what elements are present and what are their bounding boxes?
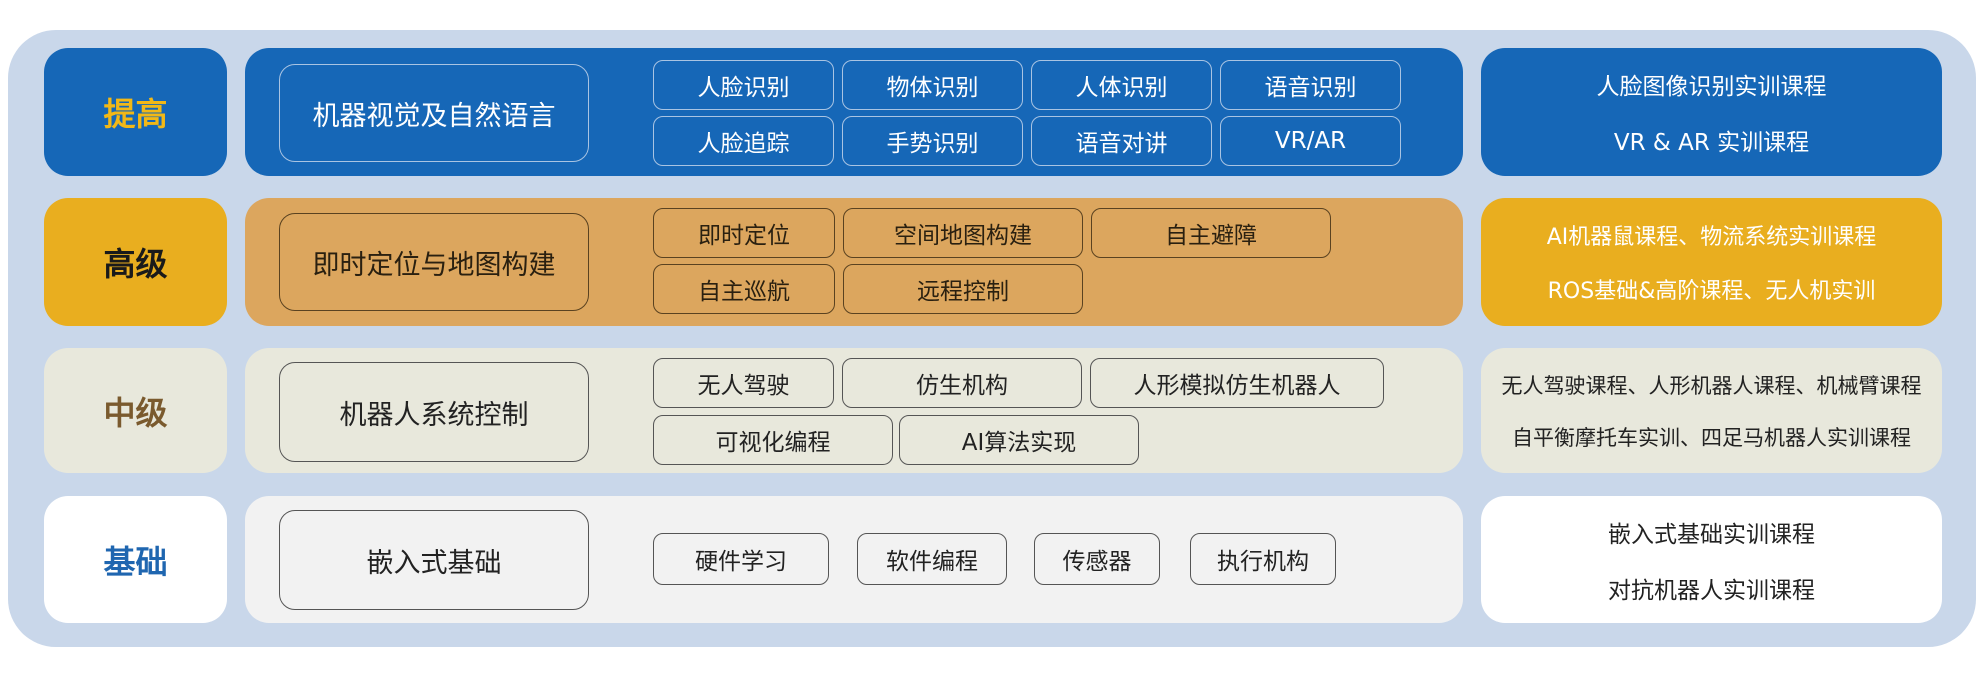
topic-panel-robot-control: 机器人系统控制 无人驾驶 仿生机构 人形模拟仿生机器人 可视化编程 AI算法实现 — [245, 348, 1463, 473]
course-panel-robot-control: 无人驾驶课程、人形机器人课程、机械臂课程 自平衡摩托车实训、四足马机器人实训课程 — [1481, 348, 1942, 473]
chip-visual-programming: 可视化编程 — [653, 415, 893, 465]
topic-panel-vision: 机器视觉及自然语言 人脸识别 物体识别 人体识别 语音识别 人脸追踪 手势识别 … — [245, 48, 1463, 176]
chip-body-recognition: 人体识别 — [1031, 60, 1212, 110]
level-label-gaoji: 高级 — [44, 198, 227, 326]
chip-autonomous-driving: 无人驾驶 — [653, 358, 834, 408]
chip-sensor: 传感器 — [1034, 533, 1160, 585]
chip-software-programming: 软件编程 — [857, 533, 1007, 585]
course-line: ROS基础&高阶课程、无人机实训 — [1547, 279, 1876, 304]
course-line: 无人驾驶课程、人形机器人课程、机械臂课程 — [1501, 373, 1922, 398]
chip-remote-control: 远程控制 — [843, 264, 1083, 314]
course-panel-slam: AI机器鼠课程、物流系统实训课程 ROS基础&高阶课程、无人机实训 — [1481, 198, 1942, 326]
chip-hardware-learning: 硬件学习 — [653, 533, 829, 585]
topic-panel-embedded: 嵌入式基础 硬件学习 软件编程 传感器 执行机构 — [245, 496, 1463, 623]
level-text: 提高 — [103, 95, 168, 133]
level-label-jichu: 基础 — [44, 496, 227, 623]
chip-object-recognition: 物体识别 — [842, 60, 1023, 110]
chip-humanoid-robot: 人形模拟仿生机器人 — [1090, 358, 1384, 408]
course-line: 自平衡摩托车实训、四足马机器人实训课程 — [1512, 425, 1911, 450]
course-line: 嵌入式基础实训课程 — [1608, 521, 1815, 548]
chip-gesture-recognition: 手势识别 — [842, 116, 1023, 166]
course-line: AI机器鼠课程、物流系统实训课程 — [1546, 225, 1877, 250]
level-text: 基础 — [103, 542, 168, 581]
topic-embedded-basics: 嵌入式基础 — [279, 510, 589, 610]
chip-speech-recognition: 语音识别 — [1220, 60, 1401, 110]
chip-space-mapping: 空间地图构建 — [843, 208, 1083, 258]
chip-instant-positioning: 即时定位 — [653, 208, 835, 258]
topic-slam: 即时定位与地图构建 — [279, 213, 589, 311]
course-panel-embedded: 嵌入式基础实训课程 对抗机器人实训课程 — [1481, 496, 1942, 623]
chip-face-tracking: 人脸追踪 — [653, 116, 834, 166]
topic-panel-slam: 即时定位与地图构建 即时定位 空间地图构建 自主避障 自主巡航 远程控制 — [245, 198, 1463, 326]
course-line: VR & AR 实训课程 — [1613, 130, 1810, 156]
chip-bionic-mechanism: 仿生机构 — [842, 358, 1082, 408]
course-line: 人脸图像识别实训课程 — [1596, 74, 1827, 100]
chip-obstacle-avoidance: 自主避障 — [1091, 208, 1331, 258]
course-line: 对抗机器人实训课程 — [1608, 577, 1815, 604]
chip-ai-algorithm: AI算法实现 — [899, 415, 1139, 465]
level-label-zhongji: 中级 — [44, 348, 227, 473]
topic-machine-vision: 机器视觉及自然语言 — [279, 64, 589, 162]
topic-robot-system-control: 机器人系统控制 — [279, 362, 589, 462]
chip-vr-ar: VR/AR — [1220, 116, 1401, 166]
level-label-tigao: 提高 — [44, 48, 227, 176]
level-text: 中级 — [103, 393, 168, 432]
course-panel-vision: 人脸图像识别实训课程 VR & AR 实训课程 — [1481, 48, 1942, 176]
chip-voice-intercom: 语音对讲 — [1031, 116, 1212, 166]
level-text: 高级 — [103, 245, 168, 283]
chip-face-recognition: 人脸识别 — [653, 60, 834, 110]
chip-actuator: 执行机构 — [1190, 533, 1336, 585]
chip-autonomous-cruise: 自主巡航 — [653, 264, 835, 314]
